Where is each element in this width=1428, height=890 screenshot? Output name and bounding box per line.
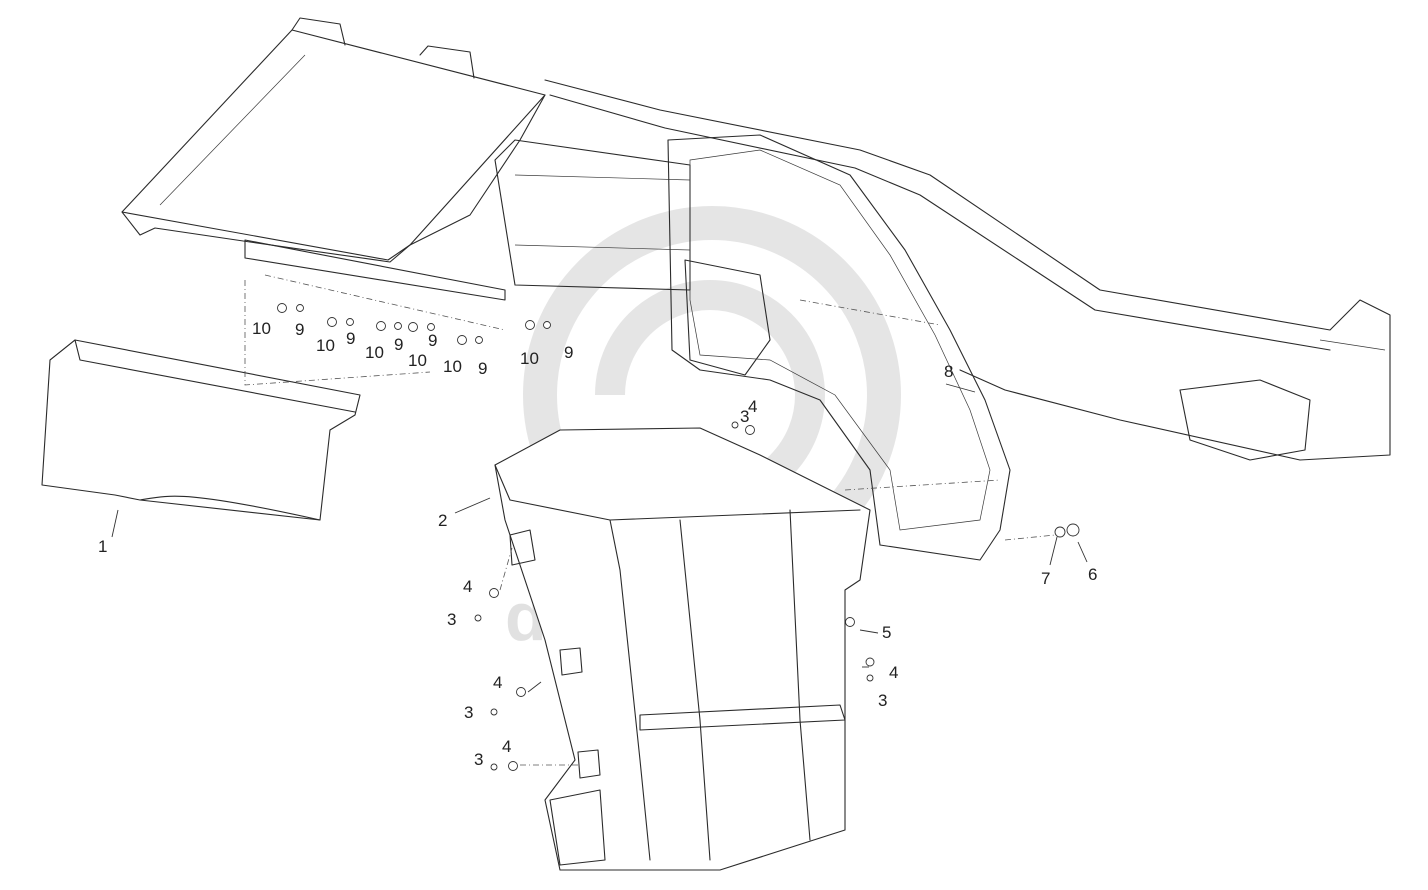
callout-7: 7	[1041, 569, 1050, 588]
callout-4-right: 4	[889, 663, 898, 682]
bolt-3a-icon	[731, 421, 739, 429]
callout-4-top: 4	[748, 397, 757, 416]
washer-4d-icon	[508, 761, 518, 771]
bolt-9e-icon	[475, 336, 483, 344]
callout-labels: 1 2 3 4 3 4 3 4 3 4 3 4 5 6 7 8 9 9 9 9 …	[98, 319, 1097, 769]
washer-7-icon	[1054, 526, 1066, 538]
callout-10-b: 10	[316, 336, 335, 355]
callout-3-left-upper: 3	[447, 610, 456, 629]
bolt-9b-icon	[346, 318, 354, 326]
callout-10-d: 10	[408, 351, 427, 370]
callout-4-left-upper: 4	[463, 577, 472, 596]
bolt-9c-icon	[394, 322, 402, 330]
bolt-9f-icon	[543, 321, 551, 329]
callout-5: 5	[882, 623, 891, 642]
callout-3-right: 3	[878, 691, 887, 710]
callout-8: 8	[944, 362, 953, 381]
callout-9-f: 9	[564, 343, 573, 362]
bolt-3b-icon	[474, 614, 482, 622]
washer-10d-icon	[408, 322, 418, 332]
washer-4c-icon	[516, 687, 526, 697]
washer-10f-icon	[525, 320, 535, 330]
callout-9-e: 9	[478, 359, 487, 378]
washer-10c-icon	[376, 321, 386, 331]
callout-3-top: 3	[740, 407, 749, 426]
bolt-9d-icon	[427, 323, 435, 331]
frame-rail	[544, 79, 1391, 561]
nut-6-icon	[1066, 523, 1080, 537]
bolt-5-icon	[845, 617, 855, 627]
fasteners	[277, 303, 1080, 771]
callout-6: 6	[1088, 565, 1097, 584]
assembly-lines	[244, 274, 1056, 766]
washer-10e-icon	[457, 335, 467, 345]
callout-9-d: 9	[428, 331, 437, 350]
bolt-9a-icon	[296, 304, 304, 312]
callout-9-a: 9	[295, 320, 304, 339]
front-cover-panel	[41, 339, 361, 521]
callout-10-c: 10	[365, 343, 384, 362]
callout-1: 1	[98, 537, 107, 556]
bolt-3d-icon	[490, 763, 498, 771]
washer-4b-icon	[489, 588, 499, 598]
side-shroud-panel	[494, 427, 871, 871]
leader-lines	[111, 383, 1088, 693]
bolt-3c-icon	[490, 708, 498, 716]
callout-10-f: 10	[520, 349, 539, 368]
callout-3-left-mid: 3	[464, 703, 473, 722]
callout-4-left-mid: 4	[493, 673, 502, 692]
washer-10b-icon	[327, 317, 337, 327]
washer-10a-icon	[277, 303, 287, 313]
callout-10-a: 10	[252, 319, 271, 338]
callout-10-e: 10	[443, 357, 462, 376]
washer-4a-icon	[745, 425, 755, 435]
callout-9-b: 9	[346, 329, 355, 348]
callout-9-c: 9	[394, 335, 403, 354]
callout-2: 2	[438, 511, 447, 530]
callout-4-left-low: 4	[502, 737, 511, 756]
upper-lid-panel	[121, 17, 546, 263]
washer-4e-icon	[865, 657, 875, 667]
bolt-3e-icon	[866, 674, 874, 682]
callout-3-left-low: 3	[474, 750, 483, 769]
